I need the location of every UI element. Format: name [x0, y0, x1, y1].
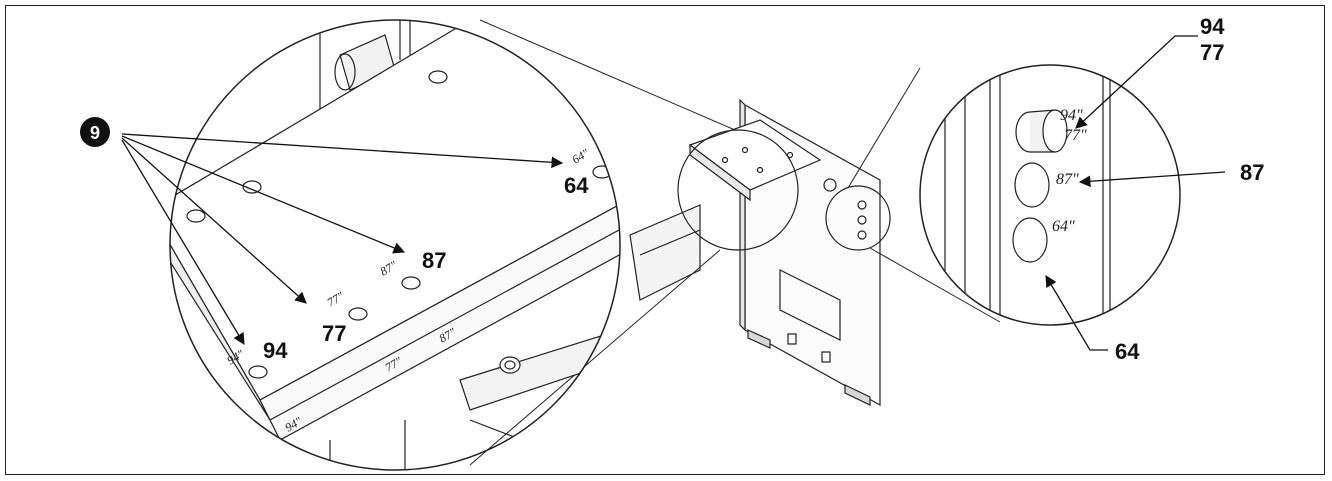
callout-right-87: 87: [1240, 160, 1264, 185]
callout-right-64: 64: [1115, 339, 1140, 364]
reference-number: 9: [90, 123, 100, 143]
detail-circle-small-left: [677, 129, 799, 251]
right-detail-circle: [919, 64, 1181, 326]
callout-right-94: 94: [1200, 14, 1225, 39]
right-detail-view: [944, 65, 1111, 325]
marking-right-87: 87": [1056, 171, 1079, 188]
left-detail-circle: [169, 19, 621, 471]
callout-hole-77: 77: [322, 321, 346, 346]
leader-arrows: [121, 35, 1226, 351]
detail-connector-lines: [469, 19, 1001, 466]
callout-right-77: 77: [1200, 40, 1224, 65]
detail-circle-small-right: [825, 185, 891, 251]
callout-hole-94: 94: [263, 338, 288, 363]
callout-hole-87: 87: [422, 248, 446, 273]
marking-right-64: 64": [1052, 218, 1075, 235]
callout-hole-64: 64: [564, 173, 589, 198]
reference-badge: [80, 117, 110, 147]
marking-right-77: 77": [1064, 127, 1087, 144]
left-detail-view: [170, 20, 620, 470]
bracket-assembly: [629, 98, 881, 407]
marking-right-94: 94": [1060, 107, 1083, 124]
